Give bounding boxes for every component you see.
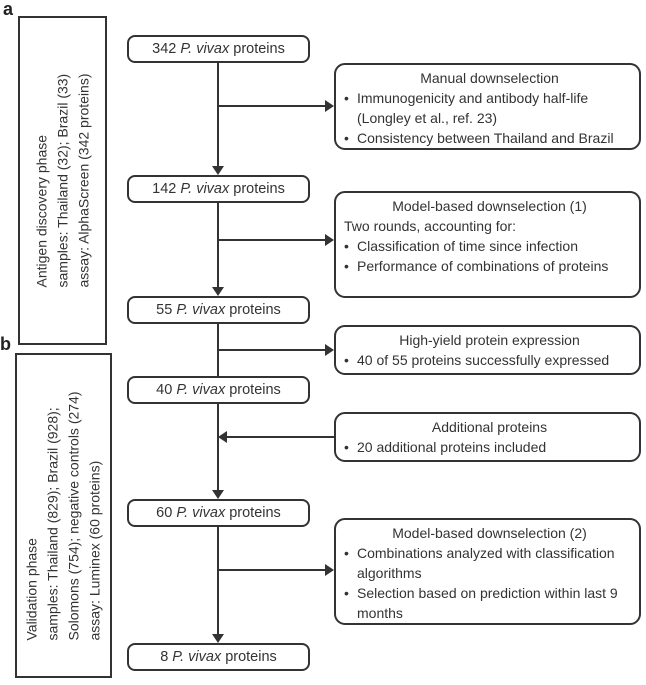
arrow-right-icon [325,564,334,576]
step-box-model-downselection-2: Model-based downselection (2) • Combinat… [334,518,641,625]
bullet-text: Performance of combinations of proteins [357,258,609,274]
species-name: P. vivax [176,302,226,318]
discovery-phase-text: Antigen discovery phase samples: Thailan… [31,73,94,287]
step-title: High-yield protein expression [399,332,580,348]
validation-phase-text: Validation phase samples: Thailand (829)… [22,391,106,640]
step-title: Manual downselection [420,70,559,86]
phase-line: Solomons (754); negative controls (274) [65,390,82,641]
bullet-text: 40 of 55 proteins successfully expressed [357,352,610,368]
bullet-icon: • [344,90,349,106]
bullet-icon: • [344,130,349,146]
phase-line: assay: Luminex (60 proteins) [86,460,103,641]
bullet-item: • Consistency between Thailand and Brazi… [344,128,635,148]
arrow-right-icon [325,100,334,112]
step-title: Model-based downselection (1) [392,198,587,214]
panel-label-b: b [0,334,11,354]
step-title: Additional proteins [431,419,548,435]
protein-label: proteins [233,181,285,197]
protein-count: 142 [152,181,177,197]
phase-line: samples: Thailand (32); Brazil (33) [54,73,71,288]
arrow-down-icon [212,287,224,296]
species-name: P. vivax [180,181,230,197]
bullet-icon: • [344,585,349,601]
bullet-icon: • [344,439,349,455]
connector-to-model-downselection-2 [218,569,326,571]
protein-label: proteins [229,302,281,318]
step-intro: Two rounds, accounting for: [344,218,516,234]
protein-count: 8 [160,649,169,665]
step-title: Model-based downselection (2) [392,525,587,541]
bullet-text: Combinations analyzed with classificatio… [357,545,615,581]
step-box-additional-proteins: Additional proteins • 20 additional prot… [334,412,641,462]
connector-to-manual-downselection [218,105,326,107]
protein-label: proteins [233,41,285,57]
bullet-item: • 20 additional proteins included [344,437,635,457]
phase-line: Validation phase [23,537,40,641]
bullet-item: • Selection based on prediction within l… [344,583,635,623]
protein-label: proteins [229,382,281,398]
arrow-right-icon [325,344,334,356]
bullet-item: • Combinations analyzed with classificat… [344,543,635,583]
species-name: P. vivax [172,649,222,665]
arrow-down-icon [212,166,224,175]
bullet-icon: • [344,352,349,368]
step-box-model-downselection-1: Model-based downselection (1) Two rounds… [334,191,641,298]
species-name: P. vivax [176,382,226,398]
phase-line: assay: AlphaScreen (342 proteins) [75,73,92,288]
phase-line: samples: Thailand (829); Brazil (928); [44,406,61,641]
panel-label-a: a [3,0,14,19]
connector-142-55 [217,203,219,288]
step-box-high-yield-expression: High-yield protein expression • 40 of 55… [334,325,641,375]
bullet-icon: • [344,258,349,274]
phase-line: Antigen discovery phase [33,134,50,288]
step-box-manual-downselection: Manual downselection • Immunogenicity an… [334,63,641,150]
bullet-item: • Immunogenicity and antibody half-life … [344,88,635,128]
validation-phase-box: Validation phase samples: Thailand (829)… [15,353,112,678]
connector-to-high-yield [218,349,326,351]
protein-count: 55 [156,302,173,318]
arrow-right-icon [325,234,334,246]
arrow-left-icon [218,431,227,443]
bullet-text: Selection based on prediction within las… [357,585,618,621]
bullet-item: • Classification of time since infection [344,236,635,256]
species-name: P. vivax [180,41,230,57]
protein-count: 40 [156,382,173,398]
protein-label: proteins [229,505,281,521]
bullet-text: 20 additional proteins included [357,439,547,455]
bullet-text: Classification of time since infection [357,238,578,254]
connector-60-8 [217,527,219,635]
protein-count: 342 [152,41,177,57]
connector-40-60 [217,404,219,491]
connector-from-additional-proteins [227,436,334,438]
protein-count: 60 [156,505,173,521]
bullet-icon: • [344,238,349,254]
bullet-icon: • [344,545,349,561]
arrow-down-icon [212,490,224,499]
connector-to-model-downselection-1 [218,239,326,241]
arrow-down-icon [212,634,224,643]
discovery-phase-box: Antigen discovery phase samples: Thailan… [18,16,107,345]
bullet-item: • Performance of combinations of protein… [344,256,635,276]
bullet-text: Immunogenicity and antibody half-life (L… [357,90,589,126]
bullet-text: Consistency between Thailand and Brazil [357,130,614,146]
protein-label: proteins [225,649,277,665]
bullet-item: • 40 of 55 proteins successfully express… [344,350,635,370]
species-name: P. vivax [176,505,226,521]
connector-342-142 [217,63,219,167]
